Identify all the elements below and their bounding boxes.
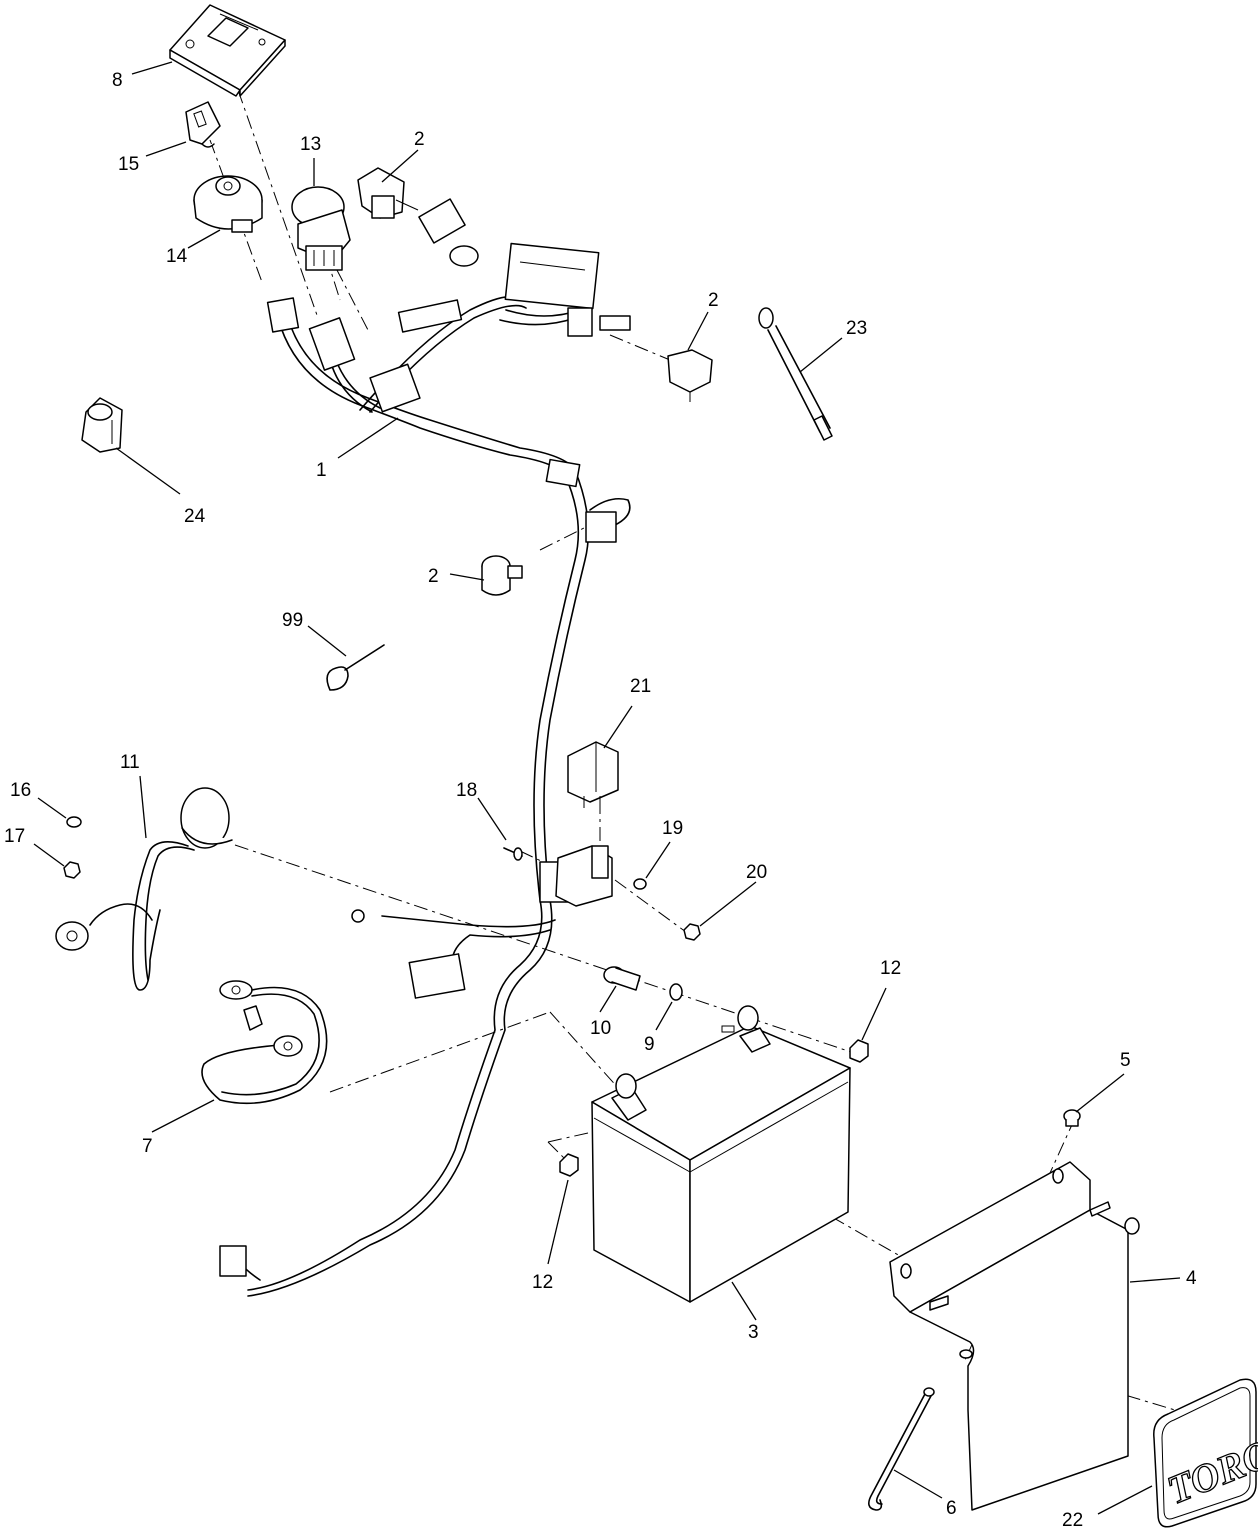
nut-20 (683, 923, 701, 941)
callout-16: 16 (10, 780, 31, 801)
battery (591, 1005, 851, 1303)
callout-11: 11 (120, 752, 140, 773)
callout-8: 8 (112, 70, 123, 91)
positive-cable (201, 980, 328, 1105)
switch-middle (481, 555, 523, 596)
washer-19 (633, 878, 647, 890)
leader-lines (33, 61, 1181, 1515)
callout-18: 18 (456, 780, 477, 801)
relay-bracket (555, 845, 613, 907)
wiring-harness (219, 198, 631, 1297)
toro-decal: TORO (1153, 1378, 1258, 1528)
callout-12-right: 12 (880, 958, 901, 979)
callout-19: 19 (662, 818, 683, 839)
callout-10: 10 (590, 1018, 611, 1039)
callout-15: 15 (118, 154, 139, 175)
screw (503, 847, 523, 861)
callout-9: 9 (644, 1034, 655, 1055)
callout-3: 3 (748, 1322, 759, 1343)
pto-switch (291, 186, 351, 271)
callout-17: 17 (4, 826, 25, 847)
nut-12-left (559, 1153, 579, 1177)
callout-1: 1 (316, 460, 327, 481)
washer-16 (66, 816, 82, 828)
washer-9 (669, 983, 683, 1001)
lamp-assembly (758, 307, 833, 441)
relay (567, 741, 619, 808)
callout-2-top: 2 (414, 129, 425, 150)
plug-cap (81, 397, 123, 453)
cable-tie (326, 644, 385, 691)
callout-labels: 8 15 14 13 2 2 23 1 24 2 99 21 18 19 20 … (4, 70, 1197, 1531)
hold-down-rod (868, 1387, 935, 1511)
callout-14: 14 (166, 246, 188, 267)
bolt (603, 966, 641, 991)
callout-99: 99 (282, 610, 303, 631)
callout-2-middle: 2 (428, 566, 439, 587)
switch-top (357, 167, 419, 219)
ignition-key (185, 101, 221, 148)
nut-12-right (849, 1039, 869, 1063)
callout-13: 13 (300, 134, 321, 155)
battery-bracket (889, 1161, 1140, 1511)
callout-24: 24 (184, 506, 206, 527)
callout-7: 7 (142, 1136, 153, 1157)
callout-22: 22 (1062, 1510, 1083, 1531)
switch-right (667, 349, 713, 402)
negative-cable (55, 787, 233, 991)
callout-23: 23 (846, 318, 867, 339)
hour-meter (169, 4, 286, 97)
callout-12-left: 12 (532, 1272, 553, 1293)
ignition-switch (193, 175, 263, 233)
callout-21: 21 (630, 676, 651, 697)
screw-5 (1063, 1109, 1081, 1127)
callout-5: 5 (1120, 1050, 1131, 1071)
callout-2-right: 2 (708, 290, 719, 311)
nut-17 (63, 861, 81, 879)
callout-20: 20 (746, 862, 767, 883)
callout-4: 4 (1186, 1268, 1197, 1289)
callout-6: 6 (946, 1498, 957, 1519)
